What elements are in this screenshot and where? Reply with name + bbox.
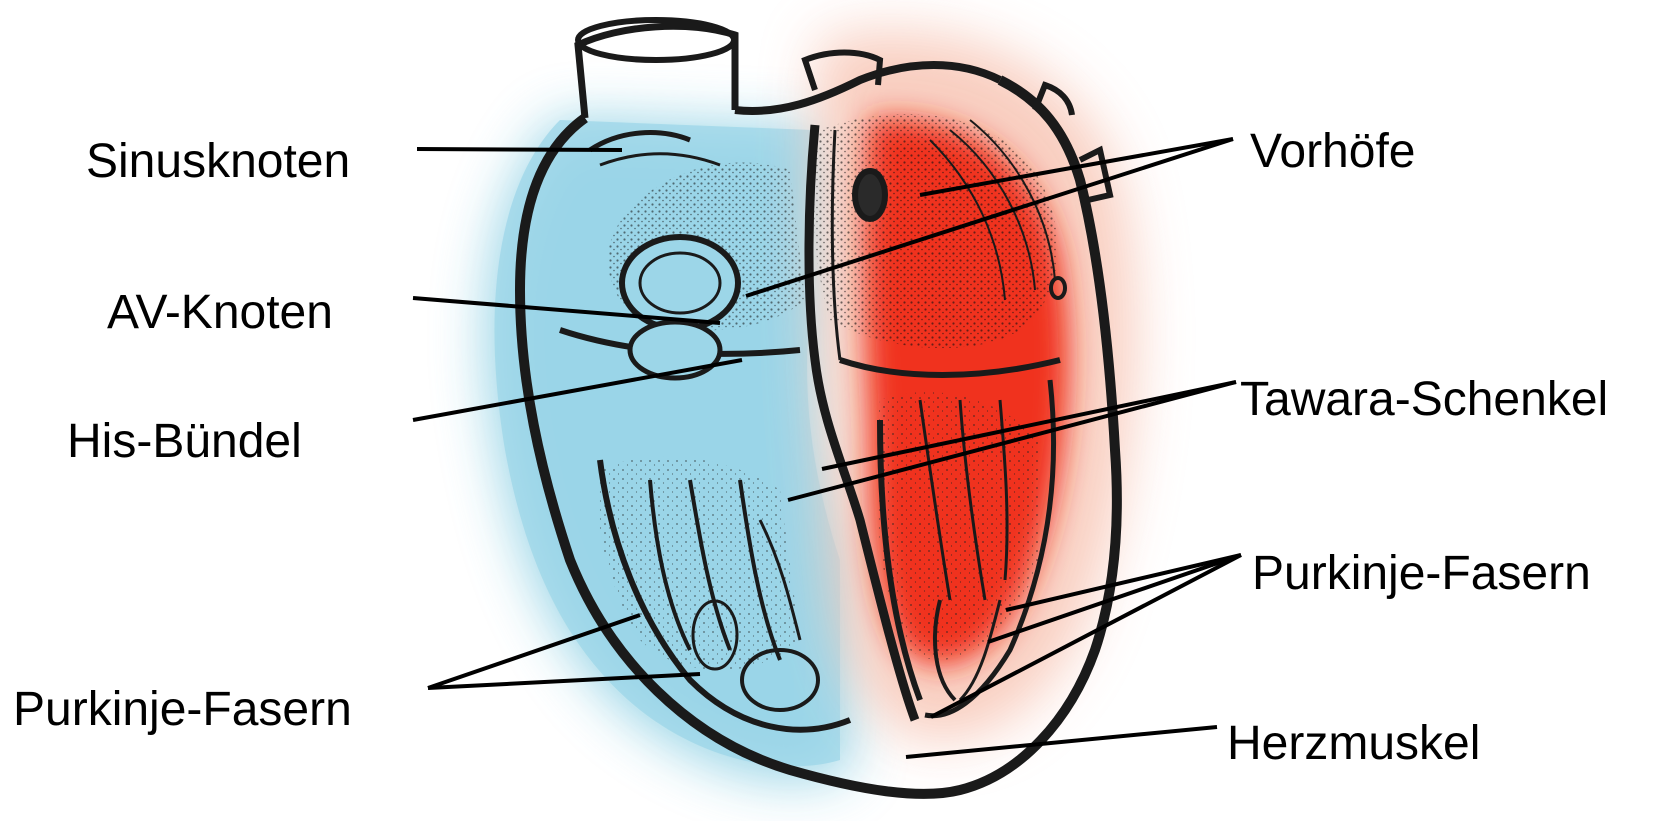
label-his-buendel: His-Bündel — [67, 418, 302, 466]
label-purkinje-fasern-left: Purkinje-Fasern — [13, 686, 352, 734]
label-av-knoten: AV-Knoten — [107, 289, 333, 337]
label-purkinje-fasern-right: Purkinje-Fasern — [1252, 550, 1591, 598]
label-herzmuskel: Herzmuskel — [1227, 720, 1480, 768]
label-sinusknoten: Sinusknoten — [86, 138, 350, 186]
label-vorhoefe: Vorhöfe — [1250, 128, 1415, 176]
label-tawara-schenkel: Tawara-Schenkel — [1240, 376, 1608, 424]
leader-sinusknoten — [417, 149, 622, 150]
